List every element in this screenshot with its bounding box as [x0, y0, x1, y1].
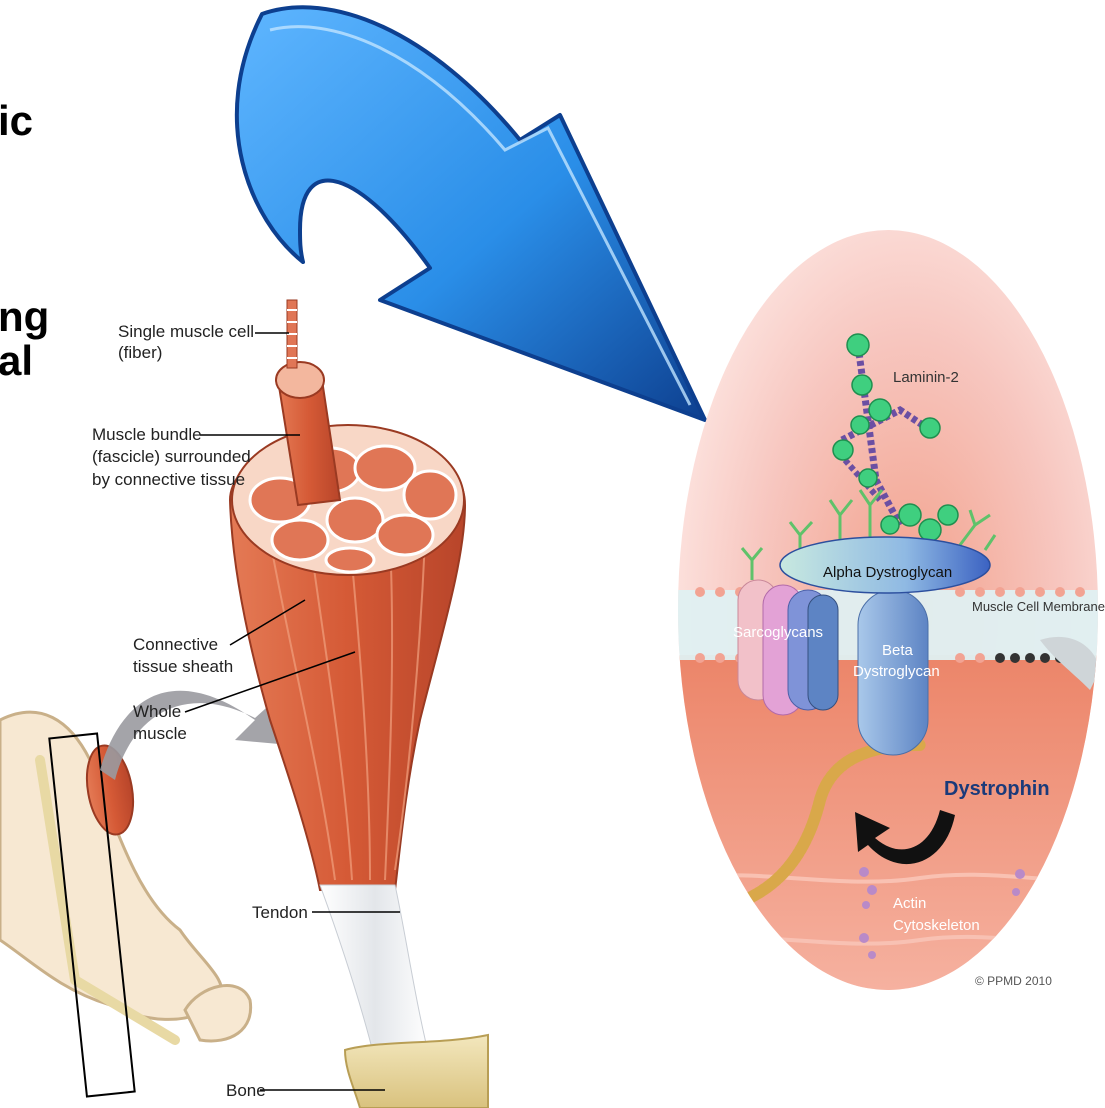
label-sheath-sub: tissue sheath: [133, 657, 233, 676]
label-actin: Actin: [893, 895, 926, 912]
label-bone: Bone: [226, 1081, 266, 1100]
dystrophin-complex-diagram: Laminin-2 Alpha Dystroglycan Muscle Cell…: [660, 230, 1105, 1005]
label-laminin: Laminin-2: [893, 369, 959, 386]
arm-illustration: [0, 712, 251, 1096]
label-alpha-dystroglycan: Alpha Dystroglycan: [823, 564, 952, 581]
blue-curved-arrow: [237, 7, 705, 420]
label-dystrophin: Dystrophin: [944, 778, 1050, 800]
label-bundle: Muscle bundle: [92, 425, 202, 444]
label-tendon: Tendon: [252, 903, 308, 922]
label-single-fiber: Single muscle cell: [118, 322, 254, 341]
label-whole-muscle-sub: muscle: [133, 724, 187, 743]
label-beta-sub: Dystroglycan: [853, 663, 940, 680]
label-bundle-sub1: (fascicle) surrounded: [92, 447, 251, 466]
gray-pointer-arrow: [100, 691, 290, 780]
label-beta: Beta: [882, 642, 914, 659]
label-copyright: © PPMD 2010: [975, 974, 1052, 988]
label-membrane: Muscle Cell Membrane: [972, 599, 1105, 614]
label-single-fiber-sub: (fiber): [118, 343, 162, 362]
label-whole-muscle: Whole: [133, 702, 181, 721]
muscle-anatomy: Single muscle cell (fiber) Muscle bundle…: [0, 300, 488, 1108]
label-sheath: Connective: [133, 635, 218, 654]
label-sarcoglycans: Sarcoglycans: [733, 624, 823, 641]
label-actin-sub: Cytoskeleton: [893, 917, 980, 934]
label-bundle-sub2: by connective tissue: [92, 470, 245, 489]
sarcoglycans: [738, 580, 838, 715]
